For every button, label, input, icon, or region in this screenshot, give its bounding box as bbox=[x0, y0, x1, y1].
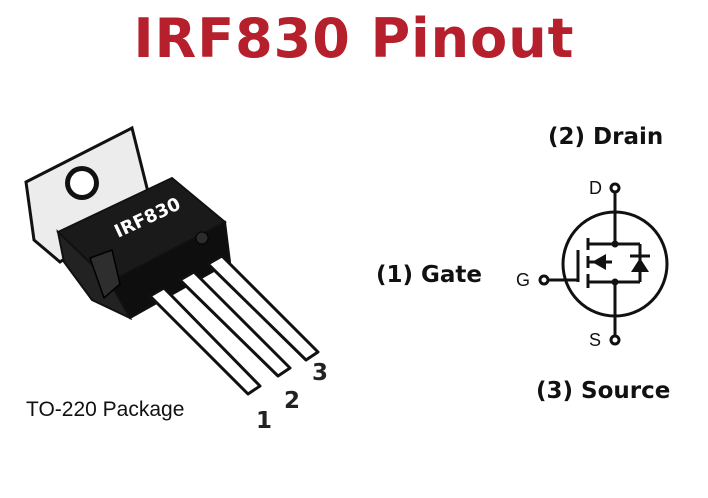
gate-pin-label: (1) Gate bbox=[376, 262, 483, 288]
lead-1 bbox=[148, 286, 262, 396]
drain-letter: D bbox=[589, 178, 602, 198]
pin-number-2: 2 bbox=[284, 388, 300, 414]
drain-terminal bbox=[609, 182, 621, 194]
pin-number-3: 3 bbox=[312, 360, 328, 386]
drain-pin-label: (2) Drain bbox=[548, 124, 664, 150]
gate-letter: G bbox=[516, 270, 530, 290]
lead-2 bbox=[178, 270, 292, 378]
pin-number-1: 1 bbox=[256, 408, 272, 434]
body-diode bbox=[631, 258, 649, 272]
gate-terminal bbox=[538, 274, 550, 286]
package-label: TO-220 Package bbox=[26, 398, 185, 421]
lead-3 bbox=[206, 254, 320, 362]
source-pin-label: (3) Source bbox=[536, 378, 671, 404]
source-letter: S bbox=[589, 330, 601, 350]
source-terminal bbox=[609, 334, 621, 346]
mosfet-symbol bbox=[538, 182, 669, 346]
page-title: IRF830 Pinout bbox=[133, 7, 575, 70]
